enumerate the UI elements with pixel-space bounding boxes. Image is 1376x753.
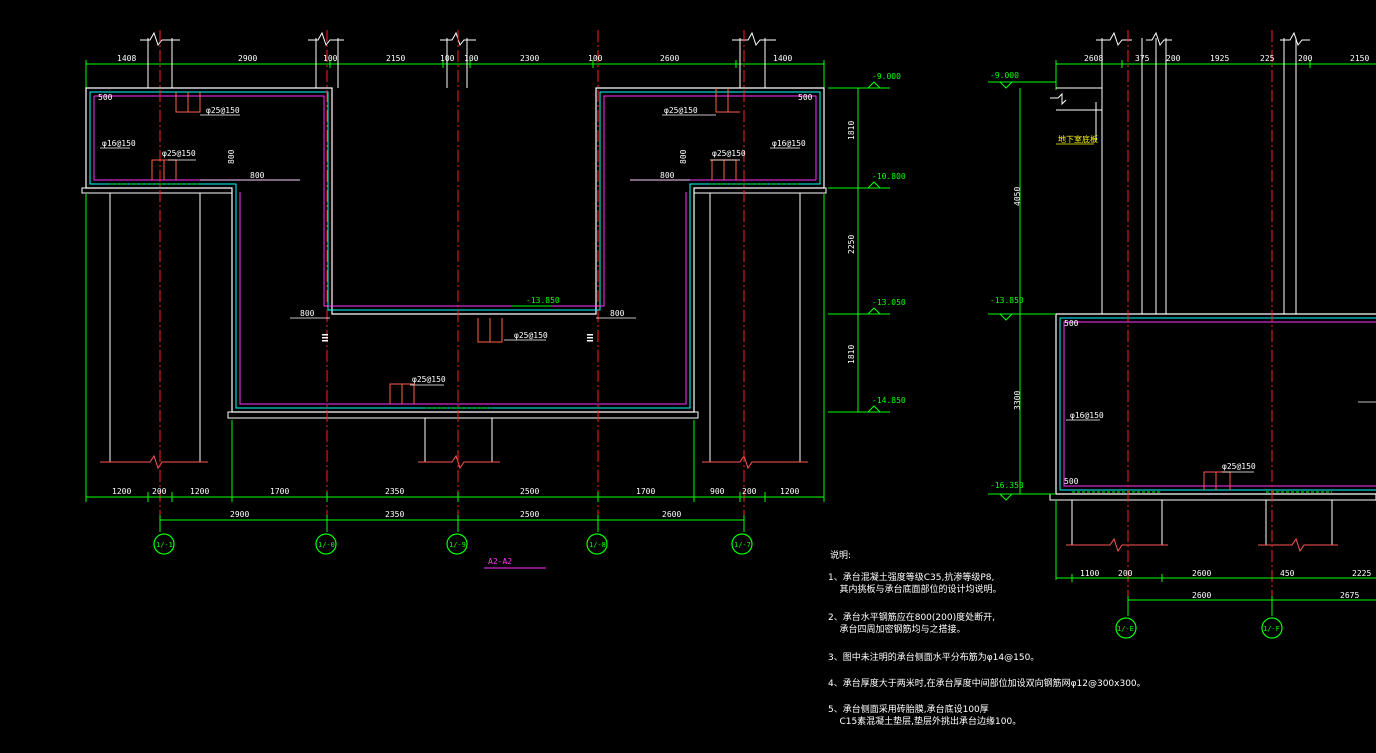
label-500-b: 500 xyxy=(798,93,813,102)
rebar-4: φ25@150 xyxy=(664,106,698,115)
note-4: 4、承台厚度大于两米时,在承台厚度中间部位加设双向钢筋网φ12@300x300。 xyxy=(828,679,1146,689)
note-5: 5、承台侧面采用砖胎膜,承台底设100厚 C15素混凝土垫层,垫层外挑出承台边缘… xyxy=(828,705,1022,727)
r-bot-dim-4: 450 xyxy=(1280,569,1295,578)
note-2: 2、承台水平钢筋应在800(200)度处断开, 承台四周加密钢筋均与之搭接。 xyxy=(828,613,995,635)
bot-dim-10: 1200 xyxy=(780,487,799,496)
r-tag: 地下室底板 xyxy=(1058,134,1098,144)
bot-dim-3: 1200 xyxy=(190,487,209,496)
label-800-e: 800 xyxy=(227,149,236,164)
r-bot-dim-1: 1100 xyxy=(1080,569,1099,578)
top-dim-1: 1408 xyxy=(117,54,136,63)
r-top-dim-4: 1925 xyxy=(1210,54,1229,63)
top-dim-9: 2600 xyxy=(660,54,679,63)
left-section-view: 1408 2900 100 2150 100 100 2300 100 2600… xyxy=(81,30,906,569)
top-dim-7: 2300 xyxy=(520,54,539,63)
elev-4: -14.850 xyxy=(872,396,906,405)
label-800-d: 800 xyxy=(610,309,625,318)
r-top-dim-3: 200 xyxy=(1166,54,1181,63)
right-dim-2: 2250 xyxy=(847,235,856,254)
label-500-a: 500 xyxy=(98,93,113,102)
elev-2: -10.800 xyxy=(872,172,906,181)
rebar-2: φ16@150 xyxy=(102,139,136,148)
top-dim-3: 100 xyxy=(323,54,338,63)
r-bot-dim-3: 2600 xyxy=(1192,569,1211,578)
r-bot-dim-2: 200 xyxy=(1118,569,1133,578)
bot-dim-2: 200 xyxy=(152,487,167,496)
r-elev-2: -13.850 xyxy=(990,296,1024,305)
rebar-5: φ25@150 xyxy=(712,149,746,158)
bot2-dim-4: 2600 xyxy=(662,510,681,519)
label-800-c: 800 xyxy=(300,309,315,318)
r-top-dim-6: 200 xyxy=(1298,54,1313,63)
rebar-3: φ25@150 xyxy=(162,149,196,158)
bot2-dim-1: 2900 xyxy=(230,510,249,519)
bot2-dim-2: 2350 xyxy=(385,510,404,519)
r-left-dim-1: 4050 xyxy=(1013,187,1022,206)
r-bot2-dim-1: 2600 xyxy=(1192,591,1211,600)
right-dim-1: 1810 xyxy=(847,121,856,140)
axis-label-4: 1/-8 xyxy=(589,541,606,549)
r-rebar-2: φ25@150 xyxy=(1222,462,1256,471)
note-1: 1、承台混凝土强度等级C35,抗渗等级P8, 其内挑板与承台底面部位的设计均说明… xyxy=(828,573,1002,595)
top-dim-5: 100 xyxy=(440,54,455,63)
rebar-8: φ25@150 xyxy=(412,375,446,384)
section-title: A2-A2 xyxy=(488,557,512,566)
notes-heading: 说明: xyxy=(830,551,852,561)
r-top-dim-7: 2150 xyxy=(1350,54,1369,63)
r-elev-1: -9.000 xyxy=(990,71,1019,80)
bot2-dim-3: 2500 xyxy=(520,510,539,519)
top-dim-4: 2150 xyxy=(386,54,405,63)
r-label-500-b: 500 xyxy=(1064,477,1079,486)
bot-dim-7: 1700 xyxy=(636,487,655,496)
bot-dim-8: 900 xyxy=(710,487,725,496)
r-top-dim-2: 375 xyxy=(1135,54,1150,63)
r-top-dim-5: 225 xyxy=(1260,54,1275,63)
top-dim-8: 100 xyxy=(588,54,603,63)
r-top-dim-1: 2608 xyxy=(1084,54,1103,63)
r-axis-label-2: 1/-F xyxy=(1263,625,1280,633)
r-left-dim-2: 3300 xyxy=(1013,391,1022,410)
axis-label-3: 1/-9 xyxy=(449,541,466,549)
bot-dim-5: 2350 xyxy=(385,487,404,496)
rebar-1: φ25@150 xyxy=(206,106,240,115)
axis-label-1: 1/-1 xyxy=(156,541,173,549)
bot-dim-4: 1700 xyxy=(270,487,289,496)
top-dim-2: 2900 xyxy=(238,54,257,63)
elev-3: -13.050 xyxy=(872,298,906,307)
top-dim-6: 100 xyxy=(464,54,479,63)
r-label-500-a: 500 xyxy=(1064,319,1079,328)
right-dim-3: 1810 xyxy=(847,345,856,364)
bot-dim-6: 2500 xyxy=(520,487,539,496)
elev-1: -9.000 xyxy=(872,72,901,81)
rebar-7: φ25@150 xyxy=(514,331,548,340)
inner-elev: -13.850 xyxy=(526,296,560,305)
top-dim-10: 1400 xyxy=(773,54,792,63)
label-800-f: 800 xyxy=(679,149,688,164)
rebar-6: φ16@150 xyxy=(772,139,806,148)
axis-label-2: 1/-0 xyxy=(318,541,335,549)
note-3: 3、图中未注明的承台侧面水平分布筋为φ14@150。 xyxy=(828,653,1040,663)
label-800-b: 800 xyxy=(660,171,675,180)
right-section-view: 2608 375 200 1925 225 200 2150 4050 3300… xyxy=(988,30,1376,639)
label-800-a: 800 xyxy=(250,171,265,180)
r-elev-3: -16.350 xyxy=(990,481,1024,490)
r-bot-dim-5: 2225 xyxy=(1352,569,1371,578)
axis-label-5: 1/-7 xyxy=(734,541,751,549)
r-bot2-dim-2: 2675 xyxy=(1340,591,1359,600)
bot-dim-1: 1200 xyxy=(112,487,131,496)
r-rebar-1: φ16@150 xyxy=(1070,411,1104,420)
bot-dim-9: 200 xyxy=(742,487,757,496)
r-axis-label-1: 1/-E xyxy=(1117,625,1134,633)
